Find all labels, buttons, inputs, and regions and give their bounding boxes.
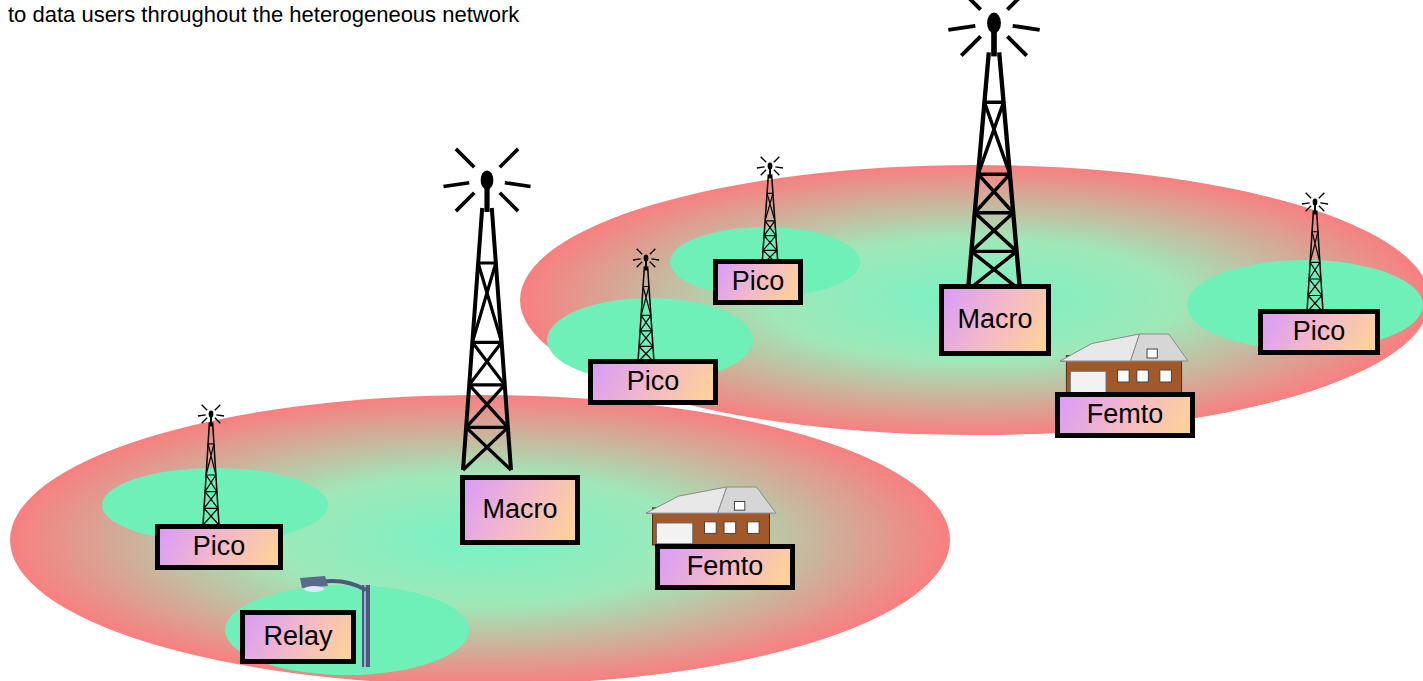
node-label: Pico [627,367,680,397]
node-label: Pico [732,267,785,297]
base-station-label: Macro [939,284,1051,356]
macro-coverage [10,395,950,681]
macro-coverage [520,165,1423,435]
node-label: Relay [263,622,332,652]
base-station-label: Pico [155,524,283,570]
base-station-label: Pico [588,359,718,405]
node-label: Macro [482,495,557,525]
node-label: Femto [1087,400,1164,430]
tower-symbol [1302,193,1328,312]
heading-text: to data users throughout the heterogeneo… [8,2,519,28]
node-label: Pico [193,532,246,562]
small-cell-coverage [1187,260,1423,350]
tower-symbol [948,0,1039,290]
house-symbol [646,487,776,545]
node-label: Femto [687,552,764,582]
base-station-label: Macro [460,475,580,545]
tower-symbol [757,157,783,265]
base-station-label: Pico [1258,309,1380,355]
tower-symbol [443,149,530,470]
node-label: Macro [957,305,1032,335]
tower-symbols [198,0,1328,525]
house-symbols [646,334,1188,545]
tower-symbol [633,249,659,362]
base-station-label: Femto [655,544,795,590]
node-label: Pico [1293,317,1346,347]
house-symbol [1060,334,1188,394]
base-station-label: Femto [1055,392,1195,438]
small-cell-coverage [225,585,469,675]
base-station-label: Pico [713,259,803,305]
tower-symbol [198,405,224,525]
base-station-label: Relay [240,610,356,664]
